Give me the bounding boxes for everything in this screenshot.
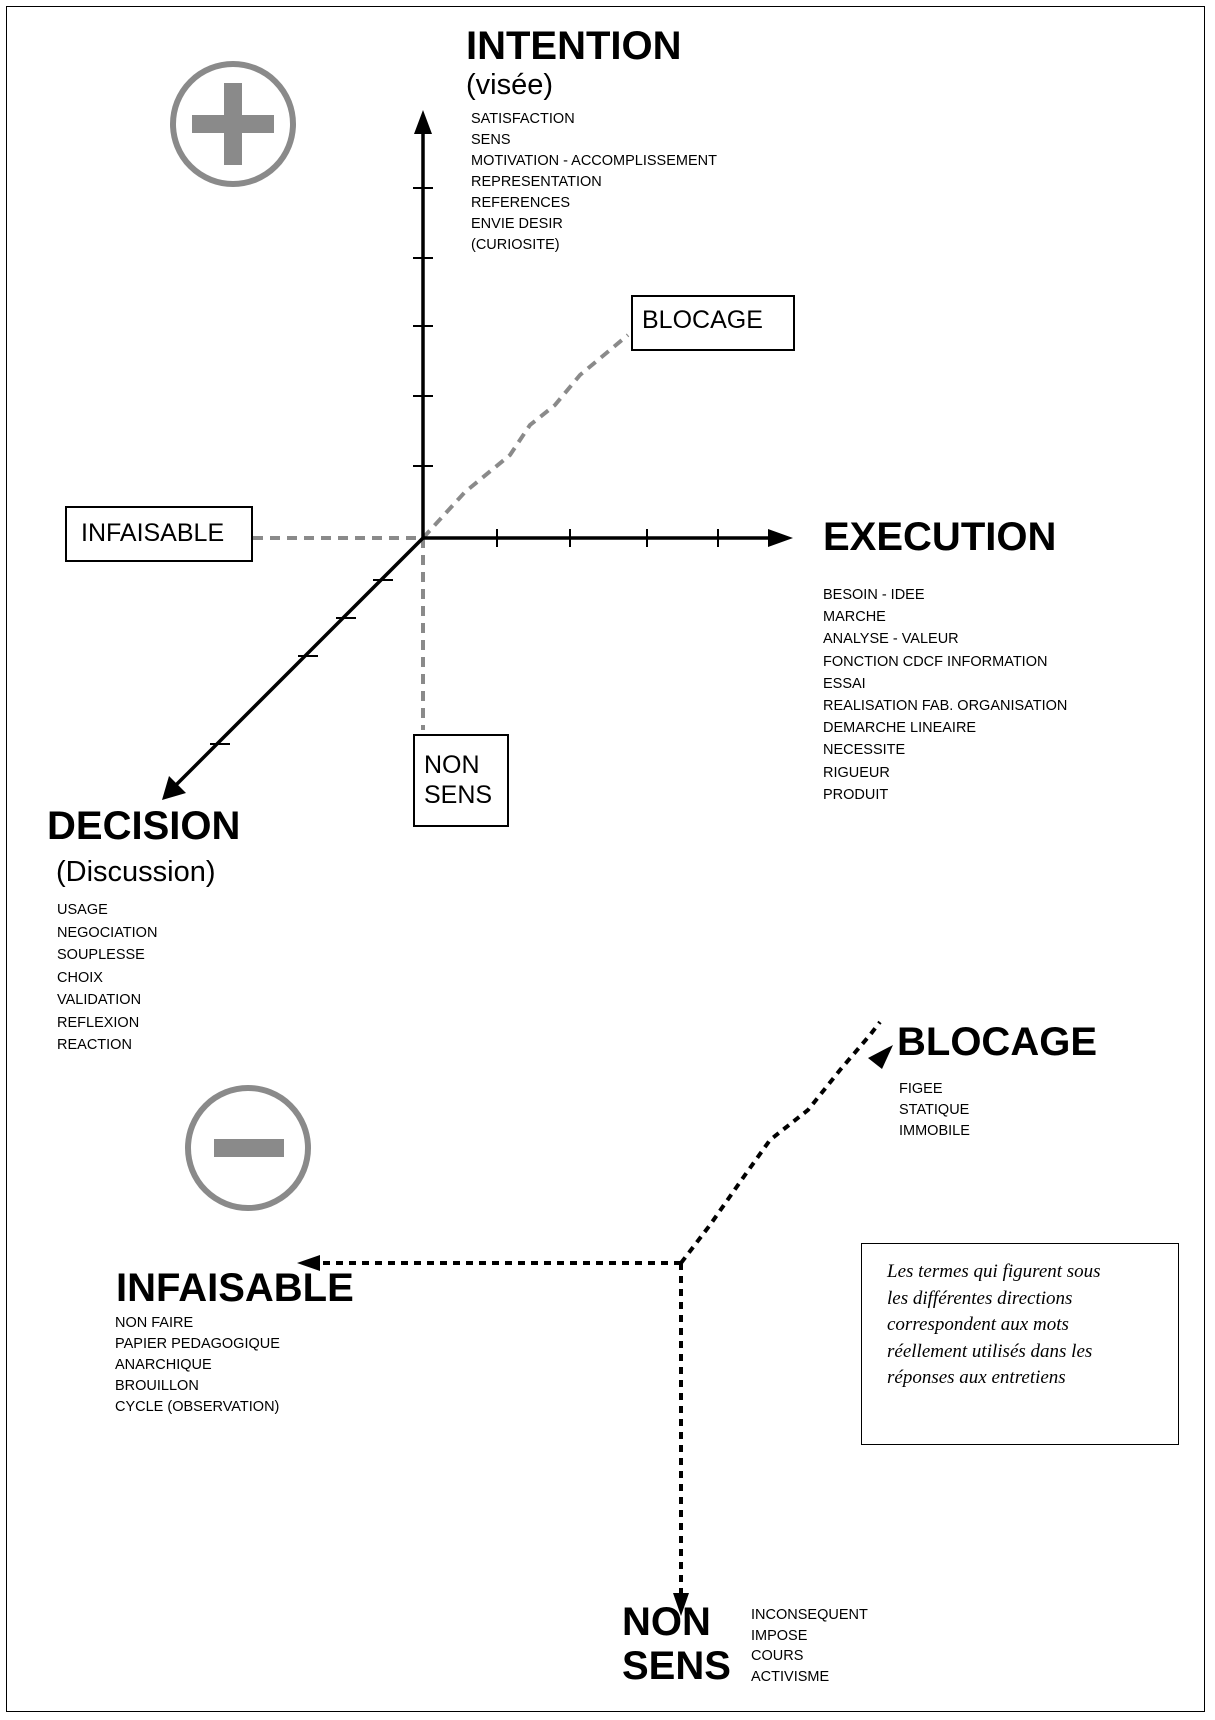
list-item: REFERENCES <box>471 195 571 211</box>
list-item: ANALYSE - VALEUR <box>823 631 959 648</box>
note-line: réellement utilisés dans les <box>887 1340 1093 1362</box>
note-line: les différentes directions <box>887 1287 1073 1309</box>
blocage-arrowhead <box>868 1045 893 1069</box>
list-item: ENVIE DESIR <box>471 216 563 232</box>
decision-ticks <box>210 579 393 745</box>
list-item: IMMOBILE <box>899 1123 970 1139</box>
decision-terms: USAGE NEGOCIATION SOUPLESSE CHOIX VALIDA… <box>57 899 157 1057</box>
list-item: VALIDATION <box>57 992 142 1008</box>
blocage-box: BLOCAGE <box>631 295 795 351</box>
list-item: SOUPLESSE <box>57 947 145 963</box>
intention-terms: SATISFACTION SENS MOTIVATION - ACCOMPLIS… <box>471 109 717 256</box>
blocage-terms: FIGEE STATIQUE IMMOBILE <box>899 1079 970 1142</box>
list-item: REFLEXION <box>57 1014 140 1031</box>
non-sens-box-line2: SENS <box>424 781 493 809</box>
blocage-title: BLOCAGE <box>897 1020 1097 1064</box>
list-item: ACTIVISME <box>751 1668 830 1685</box>
intention-arrowhead <box>414 110 432 134</box>
non-sens-title: NON SENS <box>622 1600 731 1688</box>
dashed-guides <box>253 333 630 730</box>
note-line: réponses aux entretiens <box>887 1367 1066 1388</box>
execution-terms: BESOIN - IDEE MARCHE ANALYSE - VALEUR FO… <box>823 584 1067 806</box>
non-sens-box: NON SENS <box>413 734 509 827</box>
list-item: SATISFACTION <box>471 111 575 127</box>
decision-arrowhead <box>162 776 186 800</box>
infaisable-arrowhead <box>297 1255 320 1271</box>
execution-axis <box>423 529 793 547</box>
note-line: Les termes qui figurent sous <box>887 1261 1101 1282</box>
intention-axis <box>413 110 433 538</box>
list-item: NEGOCIATION <box>57 924 158 941</box>
list-item: DEMARCHE LINEAIRE <box>823 720 977 737</box>
intention-ticks <box>413 187 433 467</box>
minus-circle-icon <box>185 1085 311 1211</box>
execution-ticks <box>496 529 719 547</box>
non-sens-title-line1: NON <box>622 1600 711 1644</box>
dotted-blocage-line <box>679 1020 882 1265</box>
decision-axis <box>162 536 425 800</box>
infaisable-box: INFAISABLE <box>65 506 253 562</box>
list-item: MARCHE <box>823 609 886 626</box>
list-item: PRODUIT <box>823 786 889 803</box>
list-item: SENS <box>471 132 511 148</box>
list-item: REALISATION FAB. ORGANISATION <box>823 698 1068 715</box>
list-item: REACTION <box>57 1037 132 1053</box>
list-item: REPRESENTATION <box>471 174 602 190</box>
intention-subtitle: (visée) <box>466 69 554 101</box>
list-item: CHOIX <box>57 969 103 986</box>
list-item: ESSAI <box>823 675 866 692</box>
intention-title: INTENTION <box>466 24 682 68</box>
list-item: INCONSEQUENT <box>751 1607 868 1623</box>
non-sens-terms: INCONSEQUENT IMPOSE COURS ACTIVISME <box>751 1605 868 1687</box>
non-sens-title-line2: SENS <box>622 1644 731 1688</box>
list-item: FIGEE <box>899 1081 943 1097</box>
decision-subtitle: (Discussion) <box>56 856 216 888</box>
list-item: NECESSITE <box>823 742 906 759</box>
list-item: COURS <box>751 1648 804 1664</box>
list-item: BROUILLON <box>115 1378 199 1394</box>
list-item: NON FAIRE <box>115 1315 194 1331</box>
list-item: BESOIN - IDEE <box>823 587 925 603</box>
list-item: ANARCHIQUE <box>115 1357 212 1373</box>
non-sens-arrowhead <box>673 1593 689 1616</box>
list-item: IMPOSE <box>751 1627 808 1644</box>
list-item: FONCTION CDCF INFORMATION <box>823 653 1048 670</box>
infaisable-terms: NON FAIRE PAPIER PEDAGOGIQUE ANARCHIQUE … <box>115 1313 280 1418</box>
decision-title: DECISION <box>47 804 241 848</box>
note-line: correspondent aux mots <box>887 1314 1069 1335</box>
diagram-frame <box>6 6 1205 1712</box>
list-item: USAGE <box>57 902 108 918</box>
execution-arrowhead <box>768 529 793 547</box>
list-item: RIGUEUR <box>823 764 890 781</box>
note-box: Les termes qui figurent sous les différe… <box>861 1243 1179 1445</box>
infaisable-title: INFAISABLE <box>116 1266 354 1310</box>
list-item: CYCLE (OBSERVATION) <box>115 1399 280 1415</box>
list-item: STATIQUE <box>899 1102 970 1118</box>
list-item: MOTIVATION - ACCOMPLISSEMENT <box>471 153 717 169</box>
plus-circle-icon <box>170 61 296 187</box>
list-item: PAPIER PEDAGOGIQUE <box>115 1336 280 1352</box>
dashed-blocage-line <box>421 333 630 540</box>
execution-title: EXECUTION <box>823 515 1057 559</box>
list-item: (CURIOSITE) <box>471 237 560 253</box>
non-sens-box-line1: NON <box>424 751 480 779</box>
lower-dotted-arrows <box>297 1020 893 1616</box>
